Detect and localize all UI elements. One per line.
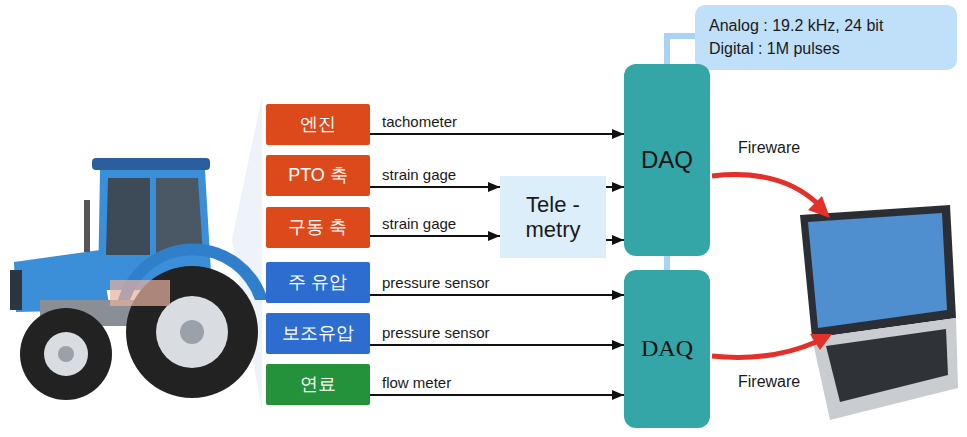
node-label: Tele -metry	[508, 192, 598, 243]
signal-link	[664, 256, 670, 270]
tractor-illustration	[10, 158, 268, 400]
engine-box: 엔진	[266, 104, 370, 145]
signal-arrow	[370, 394, 624, 396]
engine-highlight	[110, 280, 170, 306]
signal-arrow	[370, 133, 624, 135]
signal-arrow	[370, 235, 500, 237]
node-label: Analog : 19.2 kHz, 24 bit	[709, 17, 883, 35]
laptop-illustration	[800, 205, 958, 420]
daq-box: DAQ	[624, 270, 710, 428]
sensor-label: flow meter	[380, 374, 453, 392]
laptop-screen-frame	[800, 205, 956, 338]
pto-shaft-box: PTO 축	[266, 155, 370, 196]
node-label: 주 유압	[288, 272, 347, 293]
node-label: PTO 축	[288, 165, 348, 186]
fuel-box: 연료	[266, 364, 370, 405]
signal-arrow	[370, 294, 624, 296]
daq-box: DAQ	[624, 64, 710, 256]
laptop-keyboard	[826, 329, 948, 402]
aux-hydraulic-box: 보조유압	[266, 313, 370, 354]
node-label: 연료	[300, 374, 336, 395]
front-rim	[44, 332, 88, 376]
firewire-arrow	[712, 342, 816, 357]
node-label: DAQ	[641, 146, 693, 174]
laptop-base	[812, 318, 958, 420]
firewire-arrowhead	[808, 196, 830, 218]
laptop-screen	[808, 213, 947, 328]
node-label: DAQ	[641, 335, 693, 363]
sensor-label: pressure sensor	[380, 324, 492, 342]
firewire-arrow	[712, 175, 818, 204]
tractor-grille	[10, 270, 22, 310]
tractor-exhaust	[84, 200, 90, 252]
sensor-label: strain gage	[380, 215, 458, 233]
drive-shaft-box: 구동 축	[266, 207, 370, 248]
node-label: 보조유압	[282, 323, 354, 344]
rear-rim	[156, 296, 228, 368]
node-label: Digital : 1M pulses	[709, 40, 840, 58]
sensor-label: tachometer	[380, 113, 459, 131]
main-hydraulic-box: 주 유압	[266, 262, 370, 303]
node-label: 엔진	[300, 114, 336, 135]
sensor-label: strain gage	[380, 166, 458, 184]
tractor-window	[106, 178, 150, 255]
sensor-label: pressure sensor	[380, 274, 492, 292]
front-wheel	[20, 308, 112, 400]
node-label: 구동 축	[288, 217, 347, 238]
interface-label: Fireware	[736, 138, 802, 157]
spec-callout: Analog : 19.2 kHz, 24 bitDigital : 1M pu…	[695, 5, 957, 70]
firewire-arrowhead	[810, 334, 832, 350]
signal-arrow	[606, 186, 624, 188]
tractor-window	[156, 178, 203, 255]
signal-link	[667, 36, 695, 64]
signal-arrow	[606, 239, 624, 241]
telemetry-box: Tele -metry	[500, 176, 606, 258]
signal-arrow	[370, 186, 500, 188]
interface-label: Fireware	[736, 372, 802, 391]
rear-hub	[180, 320, 204, 344]
signal-arrow	[370, 344, 624, 346]
front-hub	[58, 346, 74, 362]
tractor-roof	[92, 158, 210, 170]
